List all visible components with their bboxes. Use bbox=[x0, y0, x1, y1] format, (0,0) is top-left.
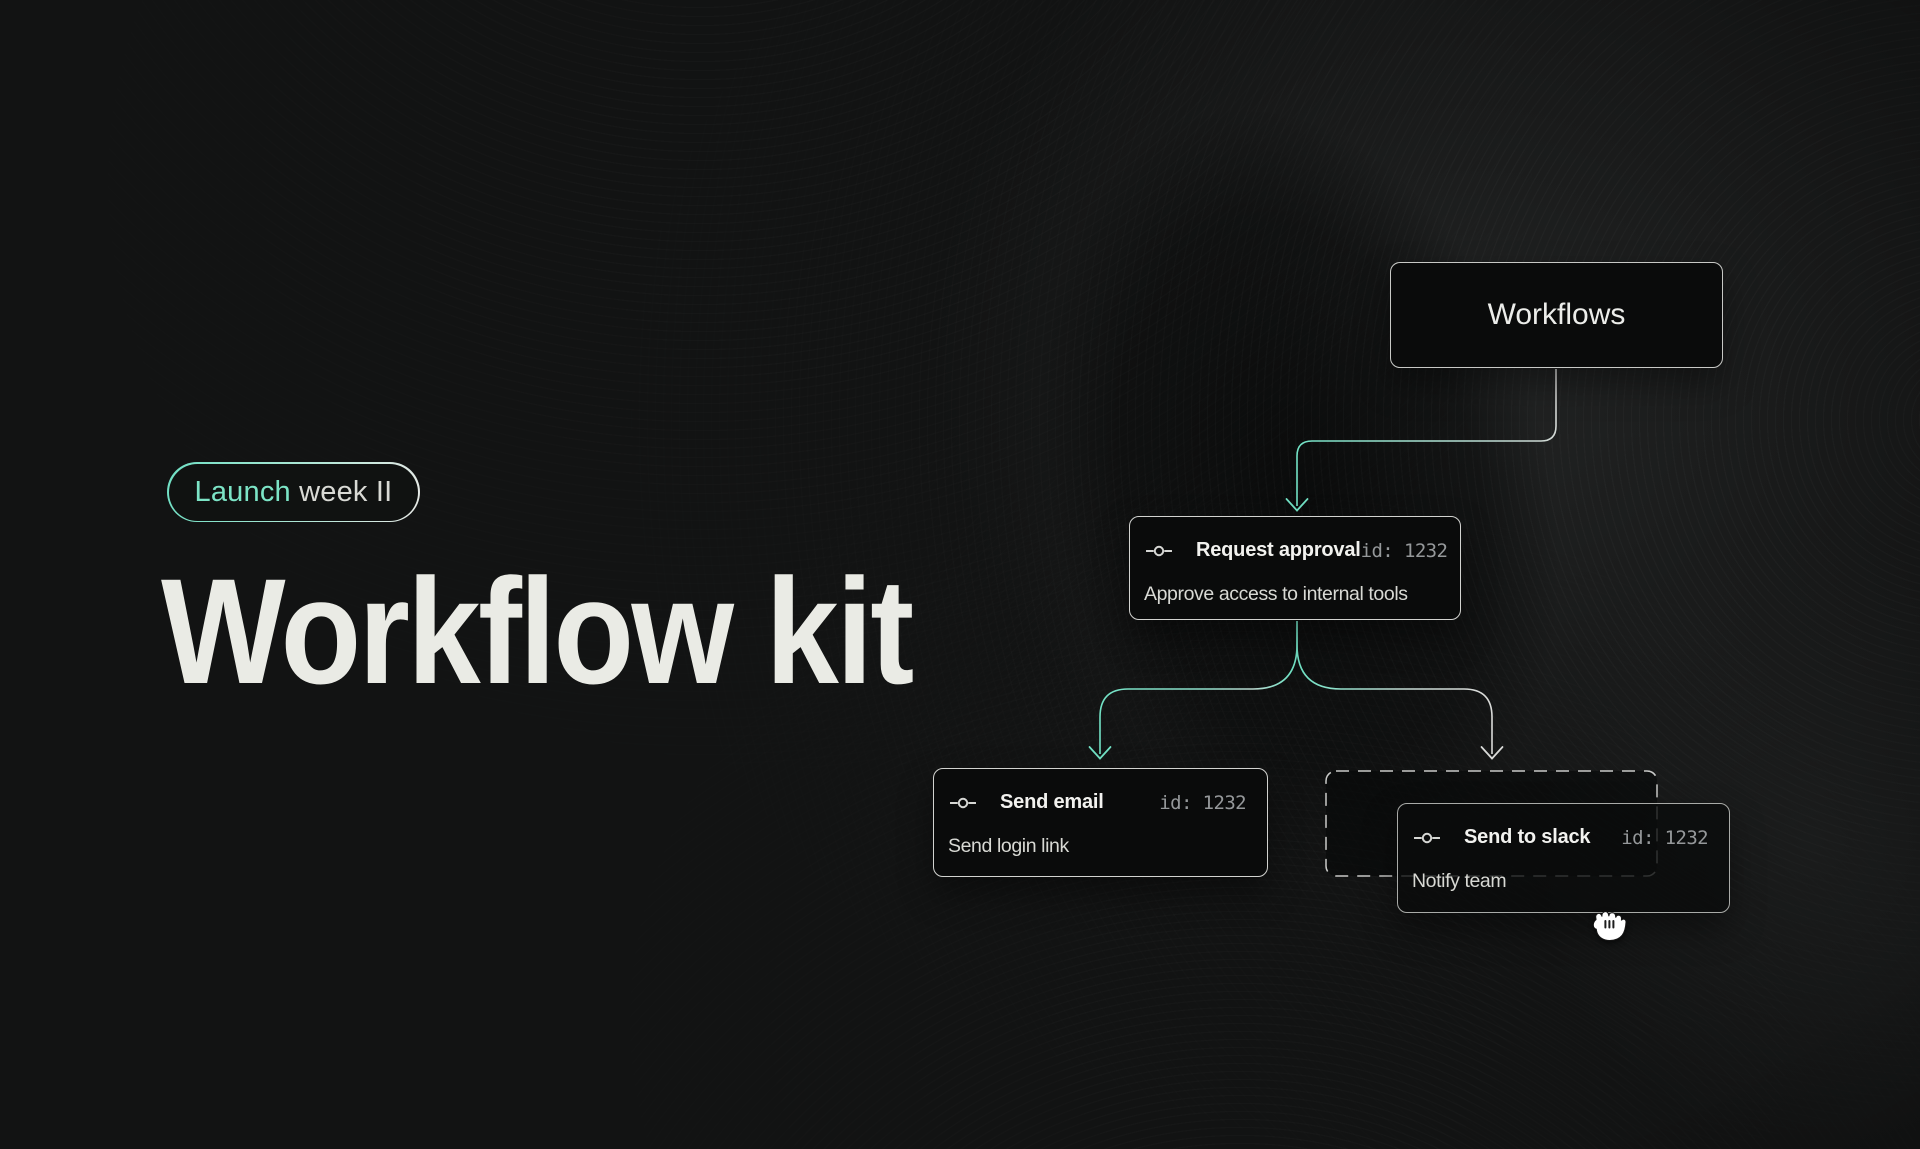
node-request-approval[interactable]: Request approval id: 1232 Approve access… bbox=[1129, 516, 1461, 620]
step-icon bbox=[950, 797, 976, 808]
node-title: Request approval bbox=[1196, 539, 1361, 561]
node-send-to-slack[interactable]: Send to slack id: 1232 Notify team bbox=[1397, 803, 1730, 913]
node-description: Approve access to internal tools bbox=[1144, 583, 1408, 605]
connector-request-to-email bbox=[1099, 621, 1298, 754]
connector-request-to-slack bbox=[1296, 621, 1493, 754]
node-workflows-root[interactable]: Workflows bbox=[1390, 262, 1723, 368]
node-description: Send login link bbox=[948, 835, 1069, 857]
node-id: id: 1232 bbox=[1360, 539, 1448, 562]
launch-week-badge-inner: Launch week II bbox=[168, 463, 419, 521]
page-title: Workflow kit bbox=[161, 547, 914, 715]
node-header: Send to slack id: 1232 bbox=[1398, 804, 1729, 849]
connector-root-to-request bbox=[1296, 369, 1557, 506]
node-title: Send email bbox=[1000, 791, 1104, 813]
node-description: Notify team bbox=[1412, 870, 1507, 892]
node-id: id: 1232 bbox=[1621, 826, 1708, 849]
badge-rest-text: week II bbox=[290, 475, 393, 508]
badge-highlight-text: Launch bbox=[194, 475, 291, 508]
node-header: Request approval id: 1232 bbox=[1130, 517, 1460, 562]
step-icon bbox=[1146, 545, 1172, 556]
node-title: Send to slack bbox=[1464, 826, 1591, 848]
node-header: Send email id: 1232 bbox=[934, 769, 1267, 814]
node-id: id: 1232 bbox=[1159, 791, 1246, 814]
step-icon bbox=[1414, 832, 1440, 843]
grabbing-hand-cursor-icon bbox=[1593, 911, 1627, 942]
launch-week-badge: Launch week II bbox=[167, 462, 420, 522]
node-send-email[interactable]: Send email id: 1232 Send login link bbox=[933, 768, 1268, 877]
node-root-label: Workflows bbox=[1487, 298, 1626, 331]
